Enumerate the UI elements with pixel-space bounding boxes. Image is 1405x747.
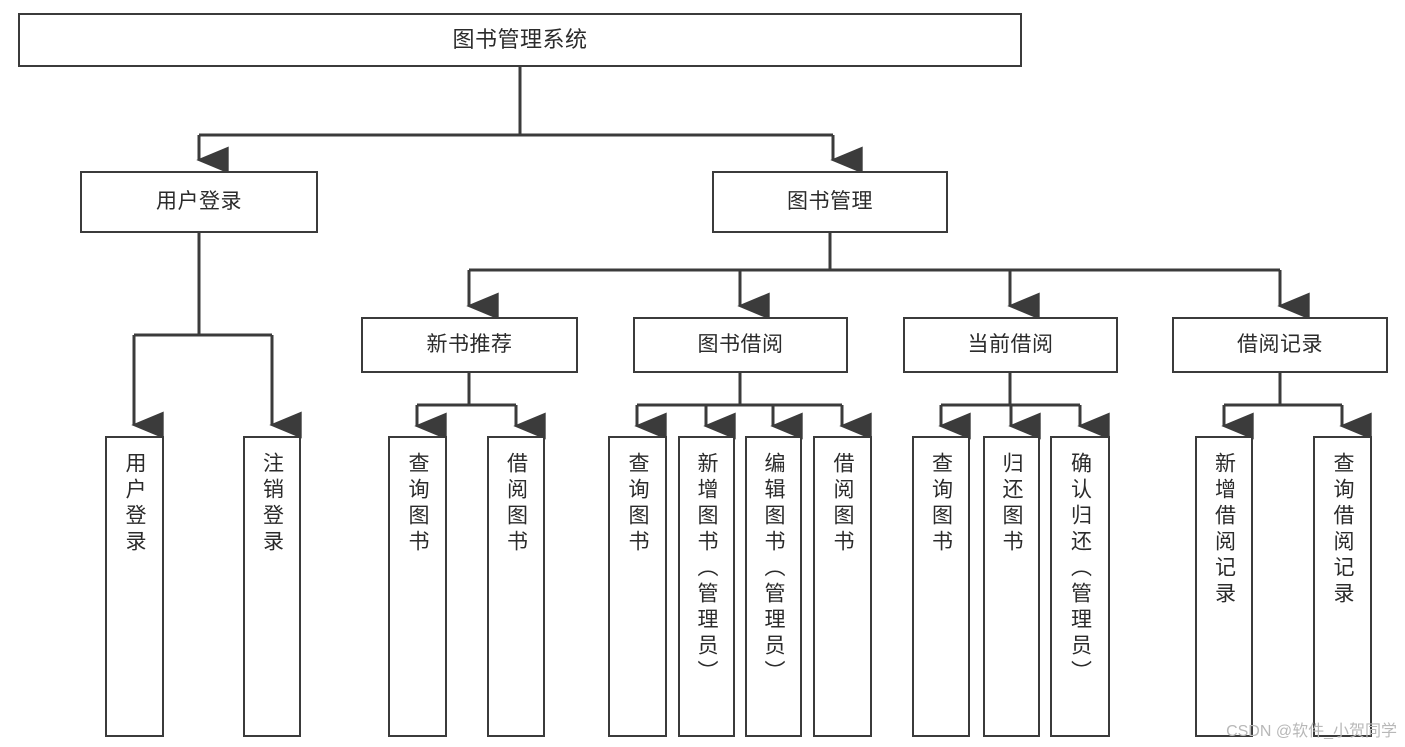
leaf-query-book-borrow[interactable]: 查询图书 <box>608 436 667 737</box>
leaf-return-book[interactable]: 归还图书 <box>983 436 1040 737</box>
leaf-borrow-book-rec[interactable]: 借阅图书 <box>487 436 545 737</box>
leaf-query-borrow-record[interactable]: 查询借阅记录 <box>1313 436 1372 737</box>
node-new-book-recommend[interactable]: 新书推荐 <box>361 317 578 373</box>
node-book-borrow[interactable]: 图书借阅 <box>633 317 848 373</box>
leaf-query-book-rec[interactable]: 查询图书 <box>388 436 447 737</box>
leaf-query-book-current[interactable]: 查询图书 <box>912 436 970 737</box>
leaf-query-book-current-label: 查询图书 <box>929 452 953 556</box>
node-borrow-record[interactable]: 借阅记录 <box>1172 317 1388 373</box>
leaf-edit-book-admin-label: 编辑图书（管理员） <box>762 452 785 686</box>
leaf-return-book-label: 归还图书 <box>1000 452 1023 556</box>
leaf-query-book-rec-label: 查询图书 <box>406 452 429 556</box>
leaf-borrow-book[interactable]: 借阅图书 <box>813 436 872 737</box>
node-book-borrow-label: 图书借阅 <box>697 332 784 356</box>
leaf-add-borrow-record[interactable]: 新增借阅记录 <box>1195 436 1253 737</box>
node-root[interactable]: 图书管理系统 <box>18 13 1022 67</box>
node-borrow-record-label: 借阅记录 <box>1237 332 1323 356</box>
leaf-query-borrow-record-label: 查询借阅记录 <box>1331 452 1354 608</box>
leaf-add-book-admin-label: 新增图书（管理员） <box>695 452 718 686</box>
node-new-book-recommend-label: 新书推荐 <box>426 332 513 356</box>
leaf-edit-book-admin[interactable]: 编辑图书（管理员） <box>745 436 802 737</box>
leaf-add-book-admin[interactable]: 新增图书（管理员） <box>678 436 735 737</box>
node-current-borrow-label: 当前借阅 <box>967 332 1054 356</box>
leaf-logout-label: 注销登录 <box>260 452 284 556</box>
leaf-logout[interactable]: 注销登录 <box>243 436 301 737</box>
node-book-management[interactable]: 图书管理 <box>712 171 948 233</box>
node-current-borrow[interactable]: 当前借阅 <box>903 317 1118 373</box>
leaf-confirm-return-admin[interactable]: 确认归还（管理员） <box>1050 436 1110 737</box>
leaf-borrow-book-rec-label: 借阅图书 <box>504 452 528 556</box>
leaf-query-book-borrow-label: 查询图书 <box>626 452 649 556</box>
leaf-user-login-label: 用户登录 <box>123 452 146 556</box>
leaf-add-borrow-record-label: 新增借阅记录 <box>1212 452 1236 608</box>
leaf-borrow-book-label: 借阅图书 <box>831 452 854 556</box>
node-user-login[interactable]: 用户登录 <box>80 171 318 233</box>
watermark: CSDN @软件_小贺同学 <box>1226 723 1397 740</box>
leaf-user-login[interactable]: 用户登录 <box>105 436 164 737</box>
node-user-login-label: 用户登录 <box>156 189 242 213</box>
leaf-confirm-return-admin-label: 确认归还（管理员） <box>1068 452 1092 686</box>
node-root-label: 图书管理系统 <box>452 27 588 53</box>
node-book-management-label: 图书管理 <box>787 189 873 213</box>
